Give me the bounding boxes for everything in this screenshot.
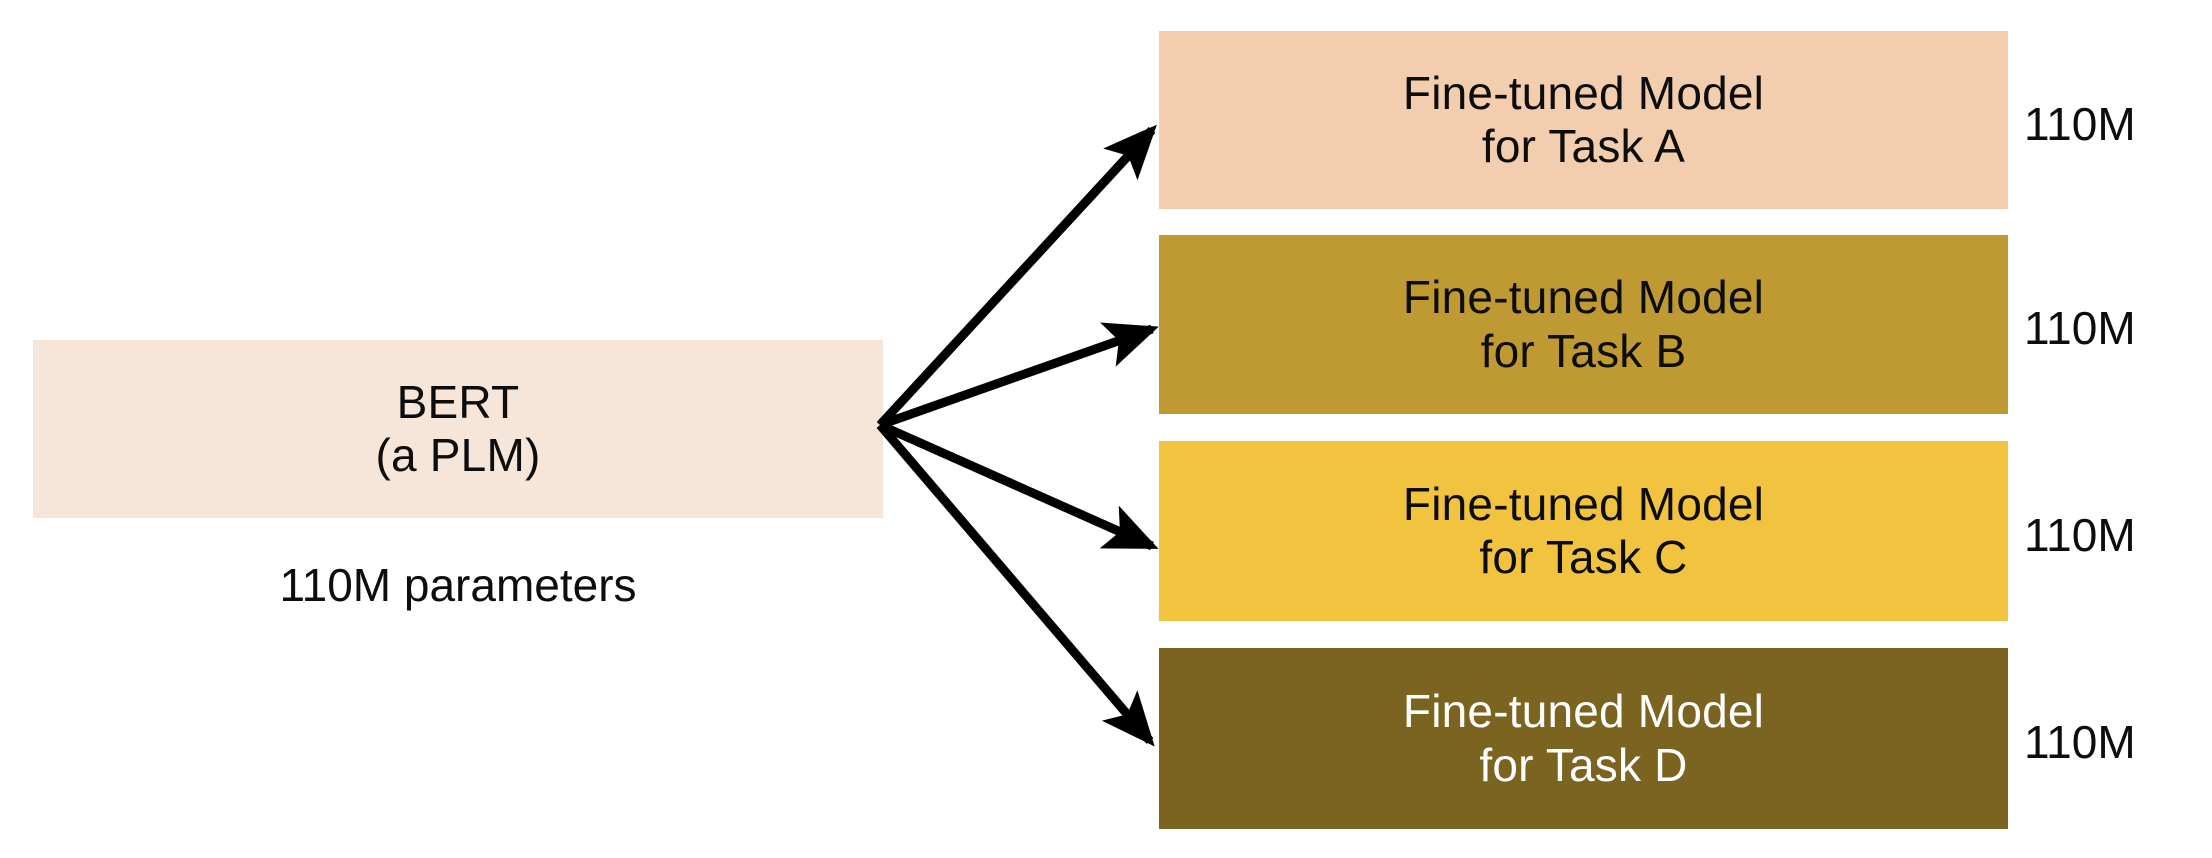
bert-block-line-1: BERT: [396, 375, 520, 428]
task-a-line-1: Fine-tuned Model: [1402, 66, 1765, 119]
arrow-to-task-b: [878, 322, 1159, 430]
param-count-task-d: 110M: [2024, 716, 2136, 768]
bert-block: BERT (a PLM): [33, 340, 883, 518]
task-a-line-2: for Task A: [1481, 120, 1686, 172]
arrow-to-task-c: [878, 420, 1159, 551]
bert-parameter-caption: 110M parameters: [279, 559, 637, 611]
fine-tuned-model-block-task-c: Fine-tuned Model for Task C: [1159, 441, 2008, 621]
arrow-to-task-a: [876, 124, 1157, 429]
task-b-line-1: Fine-tuned Model: [1402, 271, 1765, 324]
task-d-line-2: for Task D: [1479, 738, 1688, 791]
task-c-line-1: Fine-tuned Model: [1402, 477, 1765, 530]
param-count-task-c: 110M: [2024, 509, 2136, 561]
fine-tuned-model-block-task-a: Fine-tuned Model for Task A: [1159, 31, 2008, 209]
param-count-task-a: 110M: [2024, 98, 2136, 150]
arrow-to-task-d: [876, 422, 1155, 747]
bert-block-line-2: (a PLM): [375, 429, 541, 481]
task-b-line-2: for Task B: [1480, 324, 1687, 377]
param-count-task-b: 110M: [2024, 302, 2136, 354]
task-c-line-2: for Task C: [1479, 531, 1688, 583]
fine-tuned-model-block-task-d: Fine-tuned Model for Task D: [1159, 648, 2008, 829]
fine-tuned-model-block-task-b: Fine-tuned Model for Task B: [1159, 235, 2008, 414]
task-d-line-1: Fine-tuned Model: [1402, 685, 1765, 738]
